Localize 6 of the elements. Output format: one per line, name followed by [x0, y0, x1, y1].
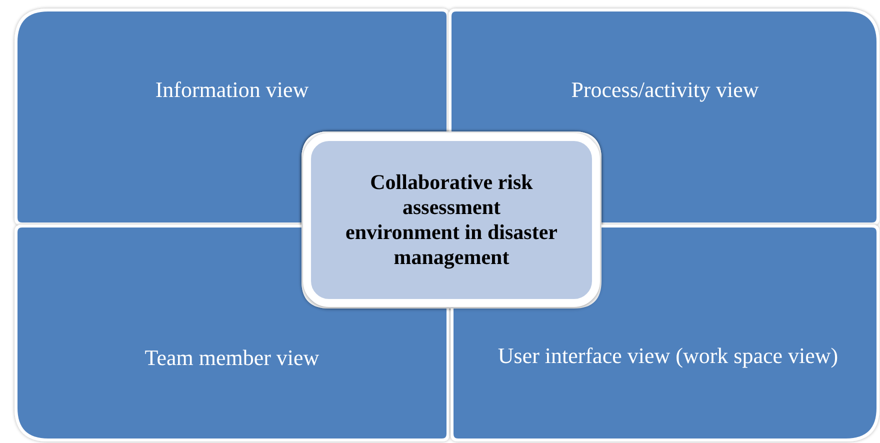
label: Information view — [155, 77, 309, 103]
center-box — [303, 133, 600, 307]
label: User interface view (work space view) — [498, 343, 838, 369]
label: Collaborative risk assessment environment in disaster management — [345, 170, 558, 270]
label: Process/activity view — [571, 77, 759, 103]
label: Team member view — [144, 345, 320, 371]
